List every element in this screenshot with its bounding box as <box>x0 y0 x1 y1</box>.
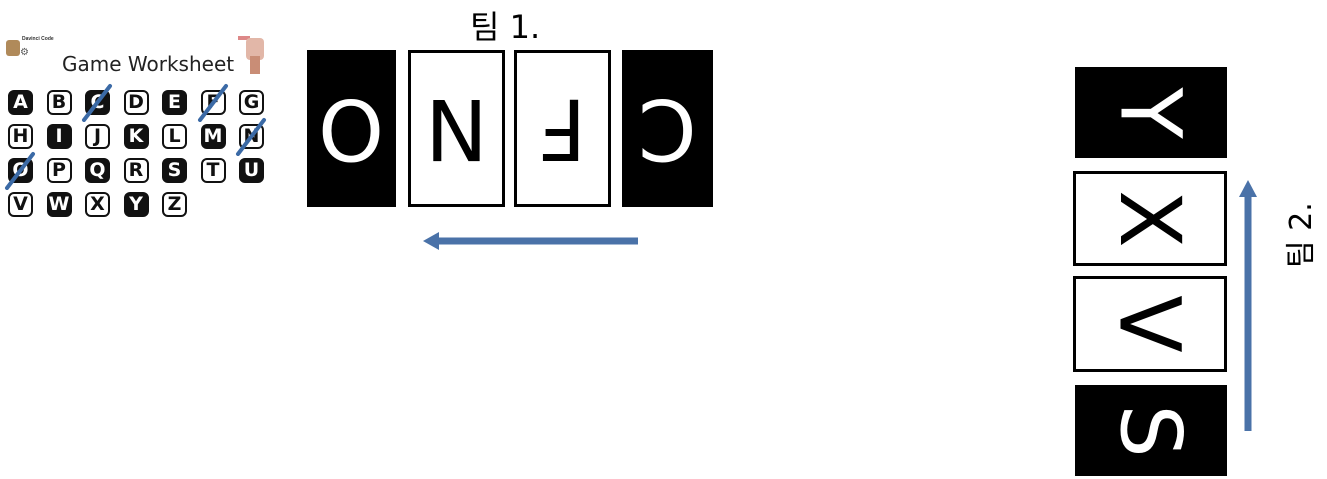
letter-tile-q: Q <box>85 158 110 183</box>
arrow-left-head-icon <box>423 232 439 250</box>
team-2-card-x: X <box>1073 171 1227 266</box>
letter-tile-k: K <box>123 124 149 149</box>
logo-gear-icon: ⚙ <box>20 47 29 58</box>
team-2-card-s: S <box>1075 385 1227 476</box>
letter-tile-m: M <box>200 124 226 149</box>
cross-out-mark <box>236 118 266 156</box>
team-1-card-f: F <box>514 50 611 207</box>
letter-tile-l: L <box>162 124 187 149</box>
arrow-up-head-icon <box>1239 180 1257 197</box>
team-2-card-v: V <box>1073 276 1227 372</box>
cross-out-mark <box>5 152 35 190</box>
letter-tile-b: B <box>46 90 72 115</box>
game-worksheet: ⚙ Davinci Code Game Worksheet ABCDEFGHIJ… <box>0 0 290 250</box>
logo-text: Davinci Code <box>22 36 54 42</box>
logo-portrait-icon <box>6 40 20 56</box>
team-1-arrow <box>423 232 638 250</box>
letter-tile-e: E <box>162 90 187 115</box>
letter-tile-u: U <box>239 158 264 183</box>
worksheet-title: Game Worksheet <box>62 52 235 76</box>
worksheet-illustration <box>238 36 272 76</box>
letter-tile-y: Y <box>123 192 149 217</box>
team-2-arrow <box>1239 180 1257 431</box>
letter-tile-a: A <box>8 90 33 115</box>
letter-tile-s: S <box>162 158 187 183</box>
team-1-card-c: C <box>622 50 713 207</box>
letter-tile-r: R <box>123 158 149 183</box>
letter-tile-i: I <box>46 124 72 149</box>
letter-tile-j: J <box>85 124 110 149</box>
letter-tile-t: T <box>200 158 226 183</box>
cross-out-mark <box>82 84 112 122</box>
letter-tile-v: V <box>8 192 33 217</box>
davinci-code-logo: ⚙ Davinci Code <box>6 36 54 60</box>
letter-tile-h: H <box>8 124 33 149</box>
team-2-card-y: Y <box>1075 67 1227 158</box>
team-1-card-n: N <box>408 50 505 207</box>
team-1-card-o: O <box>307 50 396 207</box>
letter-tile-z: Z <box>162 192 187 217</box>
cross-out-mark <box>197 84 228 122</box>
letter-tile-p: P <box>46 158 72 183</box>
letter-tile-w: W <box>46 192 72 217</box>
letter-tile-x: X <box>85 192 110 217</box>
team-1-label: 팀 1. <box>470 8 541 46</box>
letter-tile-d: D <box>123 90 149 115</box>
letter-tile-g: G <box>239 90 264 115</box>
